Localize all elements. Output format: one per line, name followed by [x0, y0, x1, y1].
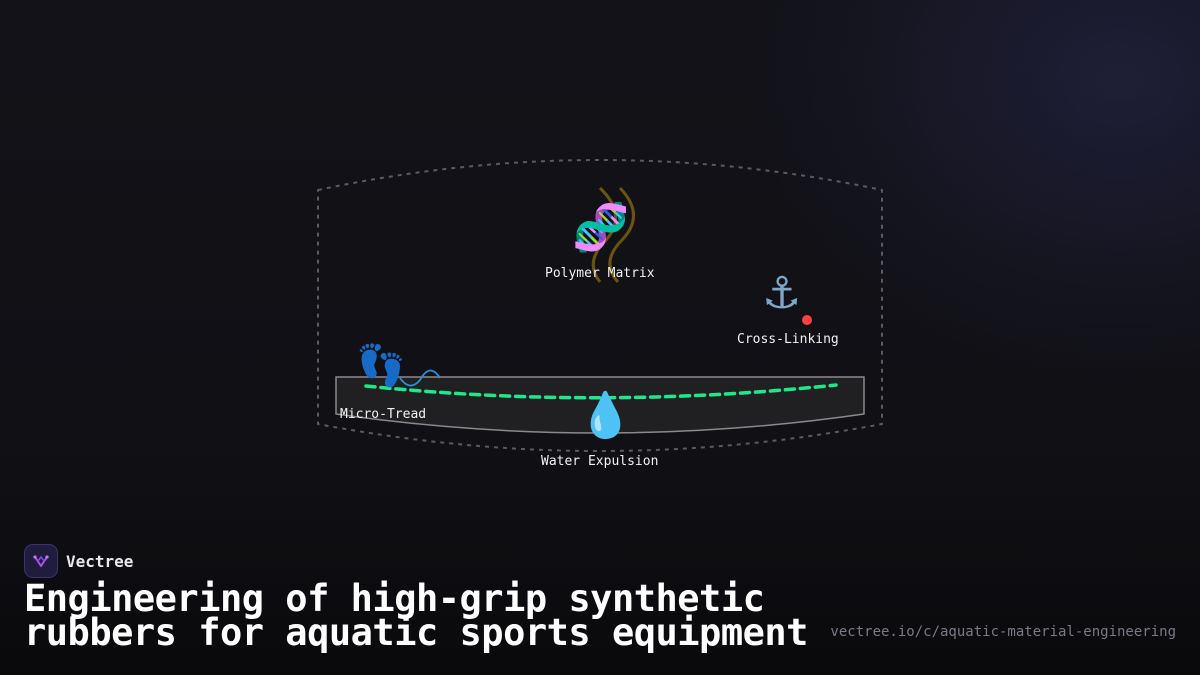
polymer-strand-b	[608, 186, 635, 284]
water-wave	[399, 369, 441, 387]
page-url[interactable]: vectree.io/c/aquatic-material-engineerin…	[830, 624, 1176, 640]
anchor-icon: ⚓	[762, 268, 802, 319]
water-drop-icon: 💧	[578, 390, 633, 441]
cross-linking-label: Cross-Linking	[737, 332, 839, 347]
brand-name: Vectree	[66, 551, 134, 571]
page-title: Engineering of high-grip synthetic rubbe…	[24, 577, 808, 654]
footprints-icon: 👣	[356, 343, 406, 389]
polymer-strand-a	[591, 186, 618, 283]
polymer-matrix-label: Polymer Matrix	[545, 266, 655, 281]
crosslink-dot	[802, 315, 812, 325]
vectree-logo-icon	[24, 544, 58, 578]
sole-slab	[335, 376, 865, 434]
tread-line	[364, 383, 838, 400]
outer-outline	[317, 159, 883, 452]
dna-icon: 🧬	[572, 200, 630, 254]
water-expulsion-label: Water Expulsion	[541, 454, 659, 469]
brand[interactable]: Vectree	[24, 544, 133, 578]
micro-tread-label: Micro-Tread	[340, 407, 427, 422]
